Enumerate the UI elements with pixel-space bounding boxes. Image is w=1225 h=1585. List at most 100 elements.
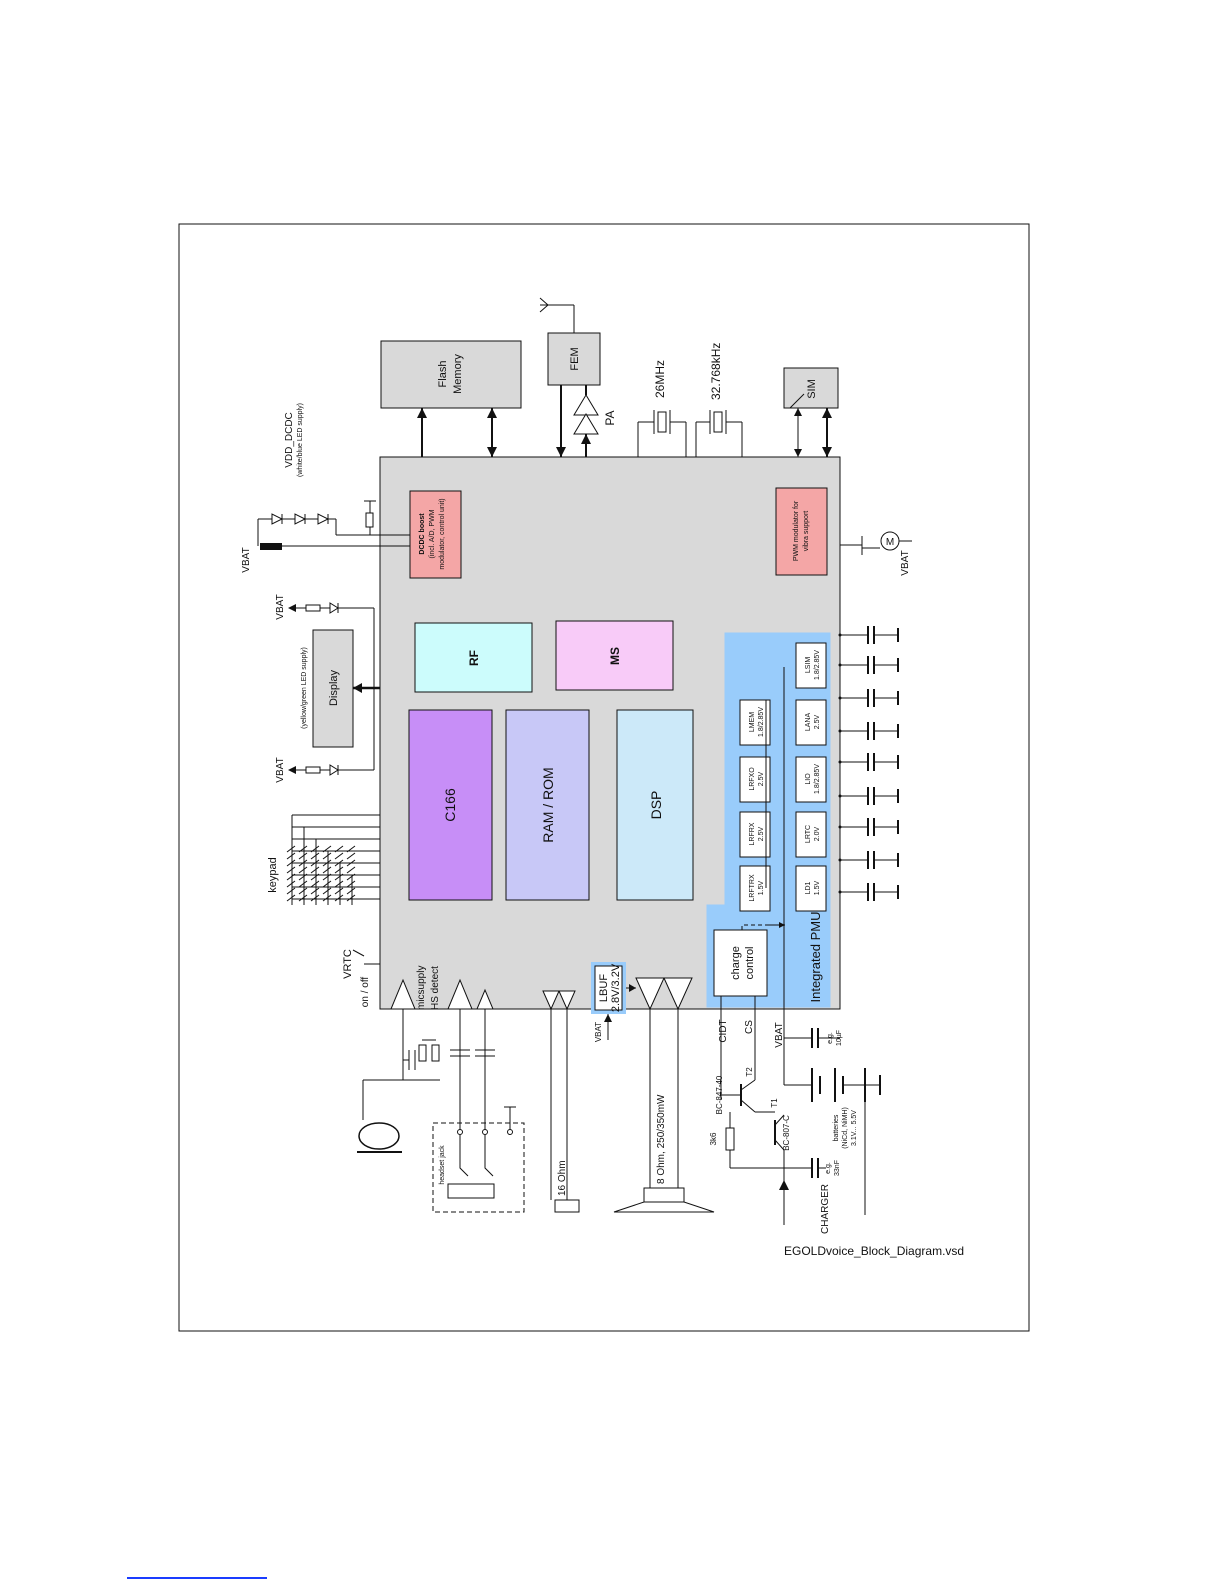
keypad-switch [346, 852, 356, 860]
charge-control-label-2: control [744, 946, 756, 979]
keypad-switch [310, 852, 320, 860]
regulator-name: LANA [805, 713, 812, 732]
keypad-label: keypad [267, 857, 279, 892]
cap33-label-1: e.g. [825, 1162, 832, 1174]
regulator-voltage: 2.5V [814, 714, 821, 729]
regulator-voltage: 1.8/2.85V [758, 707, 765, 737]
speaker-icon [613, 1187, 715, 1213]
regulator-lmem [739, 699, 771, 746]
keypad-switch [334, 887, 344, 895]
hs-detect-label: HS detect [430, 966, 441, 1010]
crystal-icon [637, 410, 687, 457]
regulator-voltage: 2.5V [758, 826, 765, 841]
keypad-matrix [286, 814, 380, 905]
crystal-32khz-label: 32.768kHz [709, 343, 723, 400]
vbat-label-lbuf: VBAT [594, 1022, 603, 1042]
rf-block [414, 622, 533, 693]
capacitor-node [838, 729, 842, 733]
ram-rom-label: RAM / ROM [540, 767, 556, 842]
keypad-switch [298, 852, 308, 860]
pwm-label-1: PWM modulator for [793, 500, 800, 561]
c166-label: C166 [442, 788, 458, 822]
regulator-name: LRFRX [749, 822, 756, 845]
keypad-switch [286, 887, 296, 895]
batteries-label-2: (NiCd, NiMH) [842, 1107, 849, 1149]
regulator-lsim [795, 642, 827, 689]
keypad-switch [322, 873, 332, 881]
inductor [260, 543, 282, 550]
dcdc-label-2: (incl. A/D, PWM [429, 509, 436, 558]
keypad-switch [322, 894, 332, 902]
micsupply-label: micsupply [416, 966, 427, 1010]
led-diode-icon [288, 688, 375, 776]
keypad-switch [286, 845, 296, 853]
cap10-label-2: 10µF [836, 1030, 843, 1046]
keypad-switch [322, 845, 332, 853]
keypad-switch [334, 845, 344, 853]
keypad-switch [334, 859, 344, 867]
keypad-switch [322, 887, 332, 895]
keypad-switch [322, 866, 332, 874]
keypad-switch [298, 866, 308, 874]
flash-memory-label-1: Flash [437, 361, 449, 388]
keypad-switch [334, 880, 344, 888]
keypad-switch [346, 866, 356, 874]
amplifier-icon [635, 977, 693, 1011]
keypad-switch [310, 873, 320, 881]
bc807-label: BC-807-C [782, 1115, 791, 1151]
charge-control-label-1: charge [730, 946, 742, 980]
footer-link-underline[interactable] [127, 1577, 267, 1579]
keypad-switch [334, 894, 344, 902]
t1-label: T1 [770, 1098, 779, 1108]
svg-text:M: M [886, 537, 894, 548]
keypad-switch [310, 866, 320, 874]
keypad-switch [298, 887, 308, 895]
crystal-26mhz-label: 26MHz [653, 360, 667, 398]
pa-label: PA [603, 410, 617, 425]
regulator-lana [795, 699, 827, 746]
regulator-voltage: 1.8/2.85V [814, 764, 821, 794]
keypad-switch [286, 866, 296, 874]
t2-label: T2 [745, 1067, 754, 1077]
keypad-switch [346, 894, 356, 902]
ohm16-label: 16 Ohm [557, 1160, 568, 1196]
dcdc-boost-block [409, 490, 462, 579]
regulator-lrfxo [739, 756, 771, 803]
ms-label: MS [608, 647, 622, 665]
speaker-label: 8 Ohm, 250/350mW [656, 1094, 667, 1184]
ram-rom-block [505, 709, 590, 901]
cidt-label: CIDT [718, 1019, 729, 1042]
keypad-switch [346, 859, 356, 867]
transistor-icon [774, 1114, 785, 1151]
regulator-name: LIO [805, 773, 812, 785]
vbat-label-motor: VBAT [900, 550, 911, 575]
keypad-switch [286, 873, 296, 881]
capacitor-bank [838, 626, 899, 901]
transistor-icon [721, 1079, 775, 1113]
keypad-switch [346, 880, 356, 888]
battery-icon [784, 1068, 881, 1102]
capacitor-node [838, 696, 842, 700]
bc847-label: BC-847-40 [715, 1075, 724, 1114]
headset-jack-frame [432, 1122, 525, 1213]
keypad-switch [322, 859, 332, 867]
capacitor-node [838, 825, 842, 829]
keypad-switch [298, 894, 308, 902]
regulator-lrftrx [739, 865, 771, 912]
display-label: Display [328, 669, 340, 706]
regulator-voltage: 1.8/2.85V [814, 650, 821, 680]
regulator-lrtc [795, 811, 827, 858]
flash-memory-label-2: Memory [452, 354, 464, 394]
keypad-switch [346, 873, 356, 881]
pwm-label-2: vibra support [803, 511, 810, 552]
regulator-name: LRFXO [749, 767, 756, 791]
regulator-voltage: 1.5V [758, 880, 765, 895]
vdd-dcdc-label: VDD_DCDC [284, 412, 295, 468]
amplifier-icon [542, 990, 576, 1011]
keypad-switch [310, 859, 320, 867]
display-note: (yellow/green LED supply) [301, 647, 308, 729]
keypad-switch [286, 894, 296, 902]
lbuf-block [594, 965, 623, 1011]
capacitor-node [838, 858, 842, 862]
keypad-switch [286, 880, 296, 888]
